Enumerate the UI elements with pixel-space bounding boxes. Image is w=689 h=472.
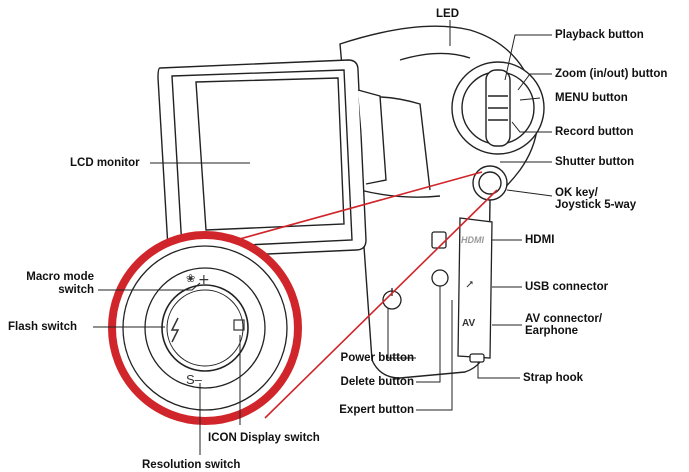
resolution-mark: S–: [186, 372, 202, 387]
macro-flower-icon: ❀: [186, 272, 196, 285]
label-hdmi: HDMI: [525, 234, 555, 246]
side-door: [382, 217, 493, 363]
label-resolution: Resolution switch: [142, 459, 241, 471]
label-strap: Strap hook: [523, 372, 584, 384]
leader-lines: [93, 20, 553, 455]
label-record: Record button: [555, 126, 634, 138]
label-power: Power button: [340, 352, 414, 364]
label-ok-line2: Joystick 5-way: [555, 199, 637, 211]
label-ok-line1: OK key/: [555, 187, 598, 199]
label-expert: Expert button: [339, 404, 414, 416]
label-zoom: Zoom (in/out) button: [555, 68, 668, 80]
control-ring: [451, 61, 545, 155]
label-av-line1: AV connector/: [525, 313, 603, 325]
label-macro-line2: switch: [58, 284, 94, 296]
lcd-panel: [157, 59, 387, 259]
label-av-line2: Earphone: [525, 325, 579, 337]
hdmi-port-mark: HDMI: [461, 235, 484, 245]
label-delete: Delete button: [340, 376, 414, 388]
label-led: LED: [436, 8, 459, 20]
label-lcd: LCD monitor: [70, 157, 140, 169]
label-shutter: Shutter button: [555, 156, 635, 168]
label-macro-line1: Macro mode: [26, 271, 94, 283]
label-menu: MENU button: [555, 92, 628, 104]
label-flash: Flash switch: [8, 321, 78, 333]
av-port-mark: AV: [462, 318, 476, 329]
label-usb: USB connector: [525, 281, 609, 293]
macro-plus-mark: +: [198, 272, 210, 288]
zoom-callout: [108, 171, 498, 425]
label-icon-display: ICON Display switch: [208, 432, 320, 444]
label-playback: Playback button: [555, 29, 644, 41]
ok-joystick-body: [472, 165, 508, 201]
usb-icon: ⭧: [466, 278, 474, 291]
